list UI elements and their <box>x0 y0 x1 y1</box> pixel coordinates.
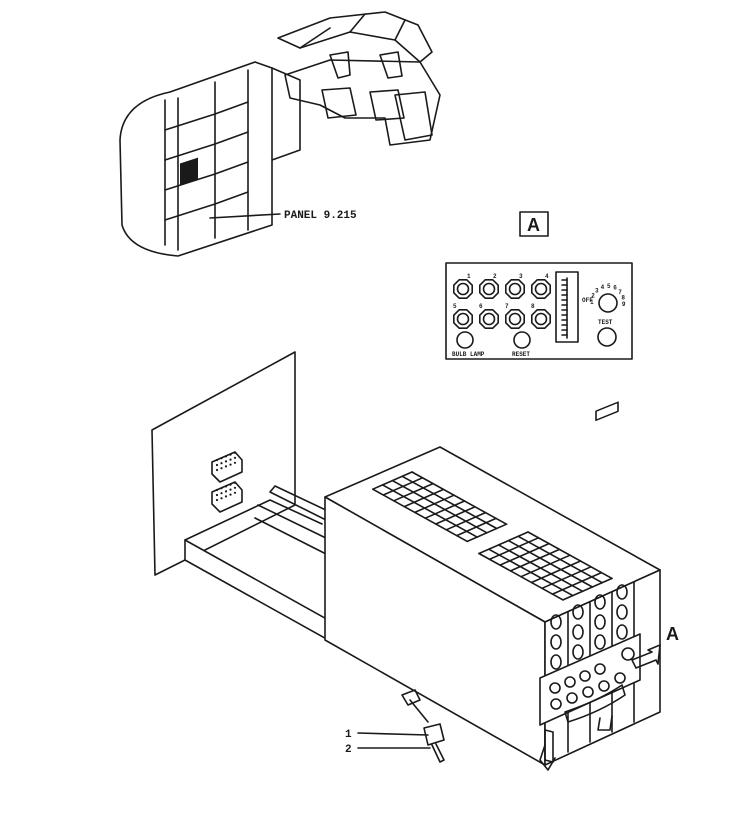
reset-label: RESET <box>512 351 530 358</box>
detail-a-arrow <box>631 644 661 669</box>
dial-mark: 9 <box>622 301 626 308</box>
unit-number: 2 <box>493 273 497 280</box>
detail-a-arrow-label: A <box>666 624 679 644</box>
bulb-lamp-button <box>456 331 474 349</box>
dial-mark: 2 <box>591 293 595 300</box>
rear-connectors <box>211 451 243 513</box>
carry-handle <box>564 684 626 723</box>
bulb-lamp-label: BULB LAMP <box>452 351 485 358</box>
unit-indicator <box>504 278 526 300</box>
unit-indicator <box>452 278 474 300</box>
panel-reference-label: PANEL 9.215 <box>284 210 357 222</box>
front-control-panel <box>539 633 641 726</box>
dial-off-label: OFF <box>582 297 593 304</box>
reset-button <box>513 331 531 349</box>
unit-number: 5 <box>453 303 457 310</box>
test-label: TEST <box>598 319 613 326</box>
item-2-label: 2 <box>345 744 352 756</box>
unit-indicator <box>530 308 552 330</box>
unit-number: 8 <box>531 303 535 310</box>
ventilation-grilles <box>371 471 613 601</box>
cockpit-cutaway: PANEL 9.215 <box>119 11 441 257</box>
dial-mark: 7 <box>618 289 622 296</box>
dial-mark: 6 <box>613 285 617 292</box>
unit-indicator <box>478 308 500 330</box>
dial-mark: 4 <box>601 284 605 291</box>
unit-indicator <box>530 278 552 300</box>
unit-number: 1 <box>467 273 471 280</box>
unit-indicator <box>478 278 500 300</box>
unit-number: 7 <box>505 303 509 310</box>
detail-a-marker: A <box>519 211 549 237</box>
unit-indicator-grid: 1 2 3 4 5 6 7 8 <box>452 273 552 330</box>
dial-mark: 1 <box>590 299 594 306</box>
line-replaceable-unit: A <box>324 401 679 771</box>
dial-mark: 5 <box>607 283 611 290</box>
item-1-leader <box>357 732 429 736</box>
hold-down-clamp: 1 2 <box>345 689 445 763</box>
unit-number: 4 <box>545 273 549 280</box>
selector-dial-knob <box>598 293 618 313</box>
dial-mark: 8 <box>621 295 625 302</box>
unit-indicator <box>504 308 526 330</box>
test-button <box>597 327 617 347</box>
item-1-label: 1 <box>345 729 352 741</box>
detail-a-letter: A <box>527 215 540 235</box>
unit-number: 6 <box>479 303 483 310</box>
dial-mark: 3 <box>595 287 599 294</box>
unit-number: 3 <box>519 273 523 280</box>
unit-indicator <box>452 308 474 330</box>
